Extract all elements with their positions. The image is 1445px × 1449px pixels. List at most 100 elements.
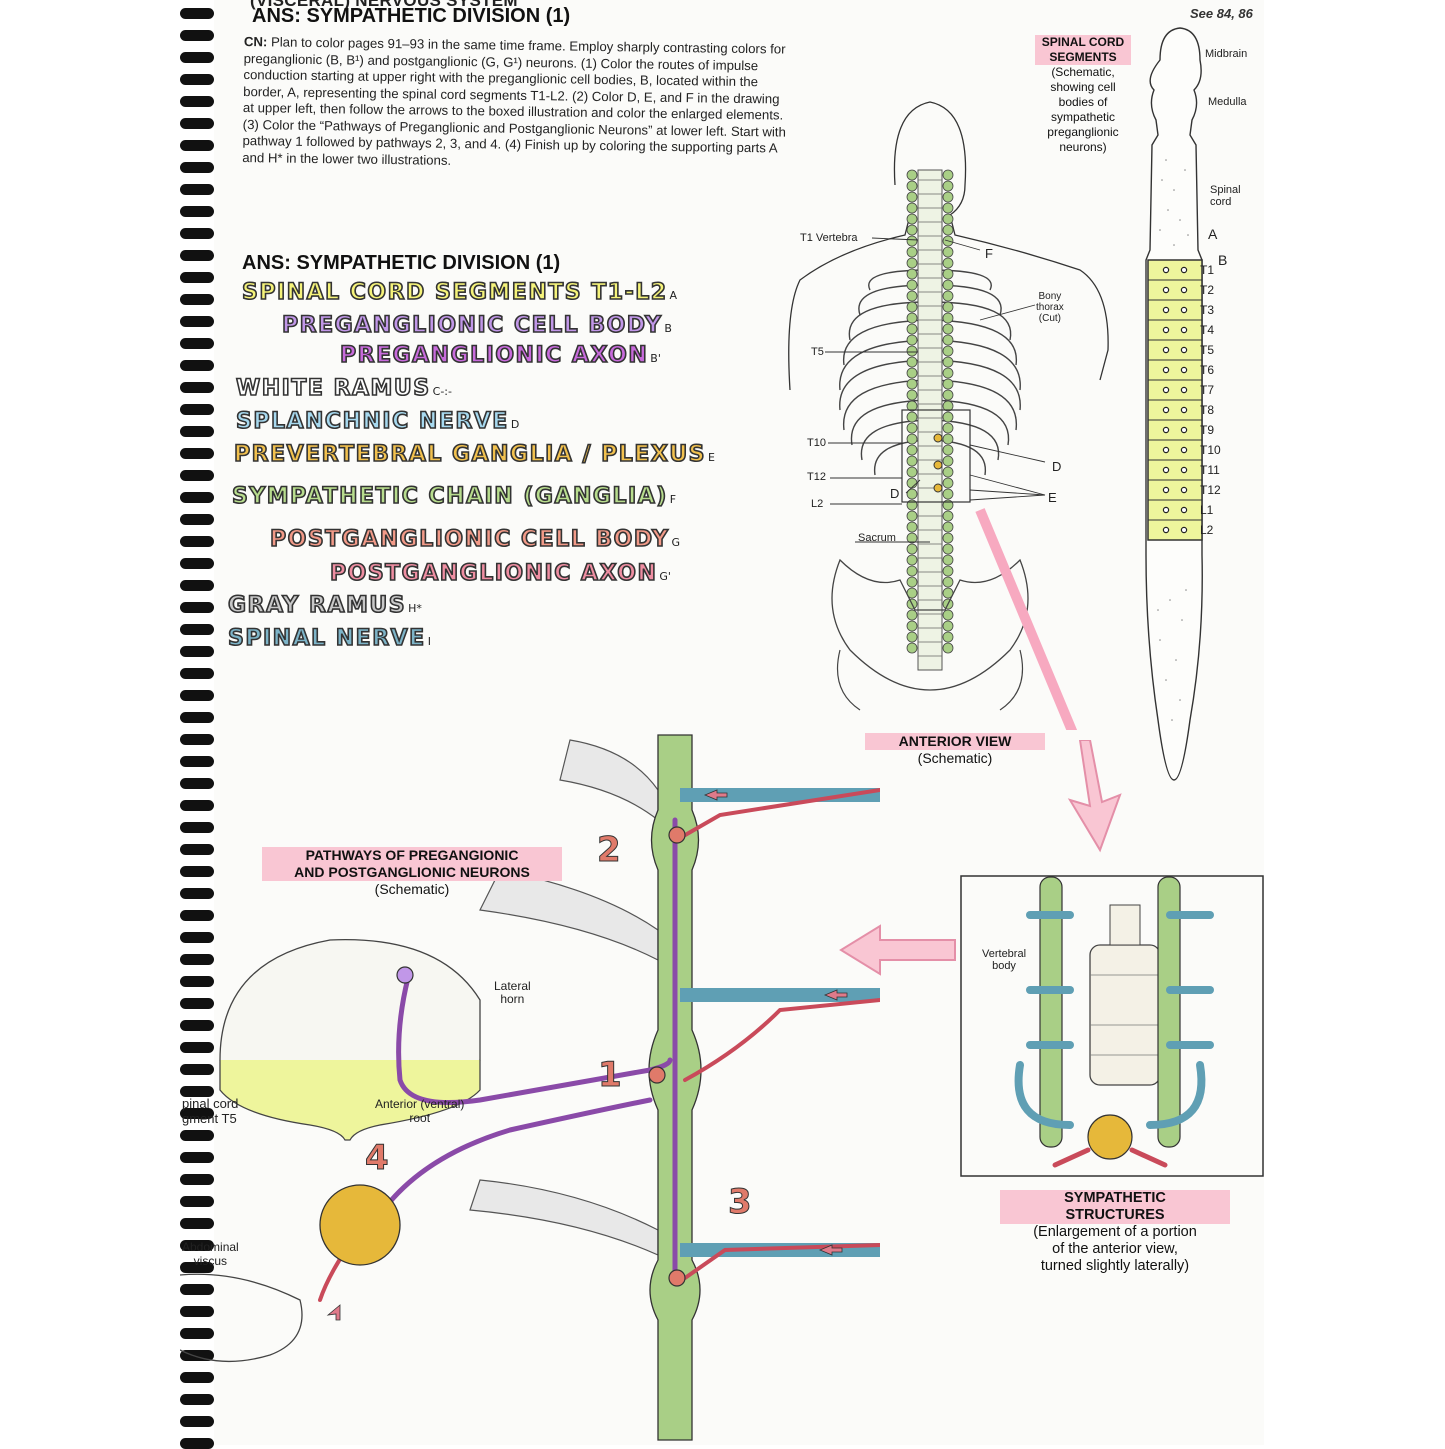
preganglionic-cell-body [1162,306,1170,314]
label-e: E [1048,490,1057,505]
binding-coil [180,52,214,63]
binding-coil [180,206,214,217]
sympathetic-structures-desc-0: (Enlargement of a portion [1033,1224,1197,1240]
label-spinal-cord-2: cord [1210,196,1232,208]
chain-ganglion [906,400,918,412]
legend-text: GRAY RAMUS [227,592,407,619]
label-abdominal-2: viscus [193,1254,228,1268]
legend-text: SYMPATHETIC CHAIN (GANGLIA) [231,483,668,510]
chain-ganglion [906,433,918,445]
binding-coil [180,690,214,701]
pathway-number-4: 4 [365,1138,390,1179]
segment-label: T1 [1200,263,1215,277]
label-abdominal-1: Abdominal [182,1240,239,1254]
chain-ganglion [906,202,918,214]
segment-label: T6 [1200,363,1215,377]
binding-coil [180,954,214,965]
legend-text: SPLANCHNIC NERVE [235,408,509,435]
chain-ganglion [942,345,954,357]
binding-coil [180,580,214,591]
chain-ganglion [942,543,954,555]
sympathetic-structures-desc-2: turned slightly laterally) [1040,1258,1190,1274]
label-medulla: Medulla [1208,96,1247,108]
chain-ganglion [906,213,918,225]
binding-coil [180,1240,214,1251]
legend-sub: D [510,418,520,431]
legend-text: SPINAL NERVE [227,625,426,652]
binding-coil [180,514,214,525]
legend-text: PREVERTEBRAL GANGLIA / PLEXUS [233,441,707,468]
segment-label: T12 [1200,483,1221,497]
binding-coil [180,602,214,613]
chain-ganglion [942,202,954,214]
preganglionic-cell-body [1180,346,1188,354]
preganglionic-cell-body [1180,266,1188,274]
binding-coil [180,1130,214,1141]
binding-coil [180,1196,214,1207]
chain-ganglion [906,444,918,456]
segment-label: L1 [1200,503,1214,517]
pathways-title-2: AND POSTGANGLIONIC NEURONS [262,864,562,881]
chain-ganglion [942,609,954,621]
pathways-caption: PATHWAYS OF PREGANGIONIC AND POSTGANGLIO… [262,847,562,898]
chain-ganglion [942,488,954,500]
chain-ganglion [906,180,918,192]
anterior-view-caption: ANTERIOR VIEW (Schematic) [865,733,1045,767]
chain-ganglion [906,576,918,588]
chain-ganglion [906,609,918,621]
label-lateral-1: Lateral [494,979,531,993]
label-anterior-root-2: root [409,1111,431,1125]
chain-ganglion [906,279,918,291]
chain-ganglion [906,356,918,368]
legend-sub: E [708,451,715,464]
binding-coil [180,250,214,261]
binding-coil [180,162,214,173]
color-notes-body: Plan to color pages 91–93 in the same ti… [242,34,786,168]
binding-coil [180,1218,214,1229]
chain-ganglion [906,510,918,522]
preganglionic-cell-body [1162,406,1170,414]
label-b: B [1218,252,1228,268]
legend-sub: B' [650,352,661,365]
binding-coil [180,624,214,635]
label-abdominal-viscus: Abdominal viscus [182,1240,239,1268]
chain-ganglion [906,466,918,478]
page-title: ANS: SYMPATHETIC DIVISION (1) [252,5,571,27]
legend-sub: G' [659,570,671,583]
binding-coil [180,910,214,921]
chain-ganglion [942,400,954,412]
pathway-number-3: 3 [728,1182,753,1223]
binding-coil [180,1174,214,1185]
binding-coil [180,778,214,789]
binding-coil [180,646,214,657]
color-notes-lead: CN: [243,34,268,50]
chain-ganglion [906,543,918,555]
segment-label: T9 [1200,423,1215,437]
chain-ganglion [906,532,918,544]
legend-sub: H* [408,602,422,615]
binding-coil [180,426,214,437]
binding-coil [180,800,214,811]
preganglionic-cell-body [1162,346,1170,354]
preganglionic-cell-body [1162,386,1170,394]
label-vertebral-1: Vertebral [982,948,1027,960]
preganglionic-cell-body [1162,266,1170,274]
page-margin [1264,0,1445,1445]
chain-ganglion [942,532,954,544]
binding-coil [180,316,214,327]
binding-coil [180,360,214,371]
chain-ganglion [942,257,954,269]
legend-text: PREGANGLIONIC AXON [339,342,649,369]
binding-coil [180,448,214,459]
chain-ganglion [942,169,954,181]
chain-ganglion [942,378,954,390]
label-bony-1: Bony [1038,291,1062,302]
legend-text: SPINAL CORD SEGMENTS T1-L2 [241,279,668,306]
chain-ganglion [906,521,918,533]
legend-sub: A [669,289,678,302]
